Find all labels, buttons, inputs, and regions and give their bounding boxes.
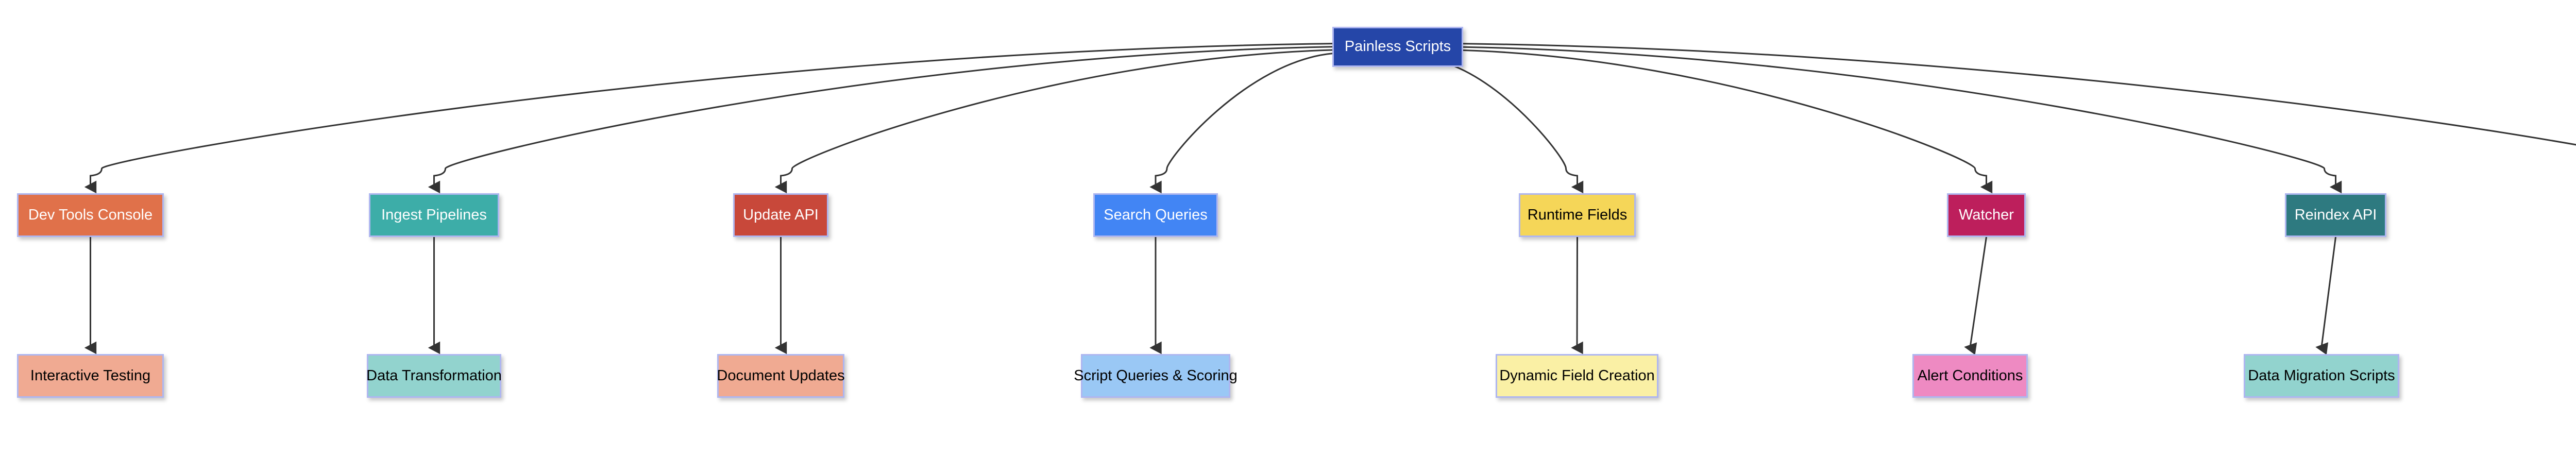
node-label: Runtime Fields (1527, 206, 1628, 223)
branch-node-ingest-pipelines[interactable]: Ingest Pipelines (369, 193, 499, 237)
branch-node-dev-tools-console[interactable]: Dev Tools Console (17, 193, 164, 237)
branch-node-reindex-api[interactable]: Reindex API (2285, 193, 2386, 237)
leaf-node-data-migration-scripts[interactable]: Data Migration Scripts (2244, 354, 2399, 398)
leaf-node-script-queries-and-scoring[interactable]: Script Queries & Scoring (1074, 354, 1238, 398)
node-label: Painless Scripts (1344, 38, 1451, 55)
edge-root-to-reindex-api (1463, 46, 2342, 194)
node-label: Reindex API (2294, 206, 2377, 223)
branch-to-leaf-edges (84, 237, 2336, 355)
edge-root-to-update-api (774, 49, 1333, 194)
root-node-painless-scripts[interactable]: Painless Scripts (1332, 27, 1463, 67)
node-label: Data Transformation (366, 367, 502, 384)
branch-node-search-queries[interactable]: Search Queries (1093, 193, 1218, 237)
edge-root-to-dev-tools-console (84, 43, 1333, 194)
node-label: Alert Conditions (1917, 367, 2023, 384)
node-label: Script Queries & Scoring (1074, 367, 1238, 384)
leaf-node-document-updates[interactable]: Document Updates (717, 354, 845, 398)
node-label: Search Queries (1104, 206, 1208, 223)
edge-watcher-to-alert-conditions (1964, 237, 1987, 355)
node-label: Ingest Pipelines (381, 206, 487, 223)
branch-node-update-api[interactable]: Update API (733, 193, 828, 237)
branch-node-runtime-fields[interactable]: Runtime Fields (1519, 193, 1636, 237)
edge-root-to-ingest-pipelines (428, 46, 1333, 194)
edge-root-to-search-queries (1149, 53, 1333, 194)
leaf-node-interactive-testing[interactable]: Interactive Testing (17, 354, 164, 398)
node-label: Document Updates (717, 367, 845, 384)
node-label: Dynamic Field Creation (1499, 367, 1655, 384)
node-label: Update API (743, 206, 819, 223)
node-label: Dev Tools Console (28, 206, 153, 223)
node-label: Data Migration Scripts (2248, 367, 2395, 384)
branch-node-watcher[interactable]: Watcher (1947, 193, 2026, 237)
edge-root-to-runtime-fields (1453, 65, 1584, 194)
node-label: Watcher (1959, 206, 2014, 223)
leaf-node-alert-conditions[interactable]: Alert Conditions (1912, 354, 2028, 398)
node-label: Interactive Testing (30, 367, 151, 384)
edge-root-to-watcher (1463, 49, 1993, 194)
edge-root-to-aggregations (1463, 43, 2576, 146)
edge-runtime-fields-to-dynamic-field-creation (1571, 237, 1583, 355)
leaf-node-data-transformation[interactable]: Data Transformation (366, 354, 502, 398)
edge-reindex-api-to-data-migration-scripts (2315, 237, 2336, 355)
leaf-node-dynamic-field-creation[interactable]: Dynamic Field Creation (1496, 354, 1658, 398)
